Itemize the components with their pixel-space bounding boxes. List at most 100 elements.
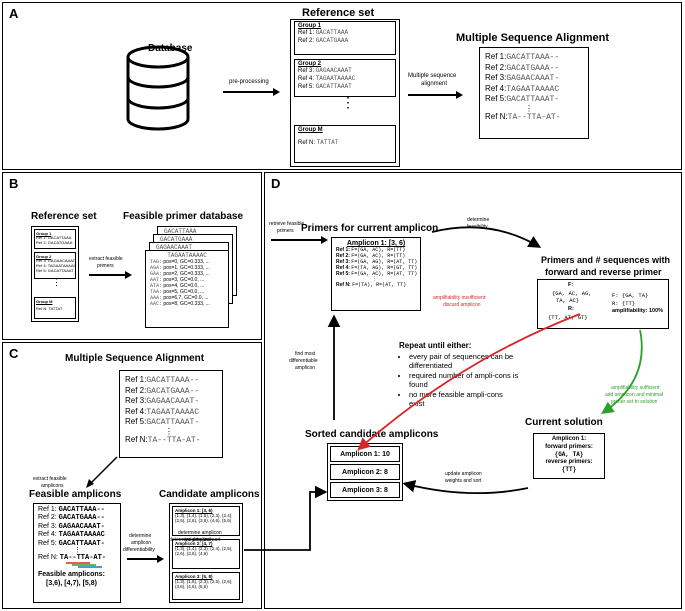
arrow-preprocess: [223, 88, 280, 96]
feas-row-5: Ref 5: GACATTAAAT-: [38, 539, 105, 548]
database-icon: [126, 45, 190, 131]
extract-primers-label-1: extract feasible: [89, 256, 123, 262]
panel-d: D retrieve feasible primers Primers for …: [169, 172, 682, 609]
primers-title: Primers for current amplicon: [301, 223, 439, 234]
sufficient-label-3: primer set to solution: [611, 399, 658, 405]
db-row-3: GAA: pos=2, GC=0.333, ...: [150, 271, 210, 278]
msa-c-ellipsis: ⋮: [165, 426, 173, 436]
mini-ref-2: Ref 2: GACATGAAA: [36, 239, 73, 245]
amp-row-1: Ref 1: F=(GA, AC), R=(TT): [336, 247, 406, 253]
db-row-8: AAC: pos=8, GC=0.333, ...: [150, 301, 210, 308]
msa-a-row-1: Ref 1:GACATTAAA--: [485, 52, 560, 62]
find-label-2: differentiable: [289, 358, 318, 364]
db-stack-2-seq: GACATGAAA: [160, 236, 193, 243]
msa-c-row-3: Ref 3:GAGAACAAAT-: [125, 396, 200, 407]
mini-group-2-head: Group 2: [36, 254, 52, 259]
group-2-box: Group 2 Ref 3: GAGAACAAAT Ref 4: TAGAATA…: [294, 59, 396, 97]
repeat-bullet-2: required number of ampli-cons is found: [409, 371, 519, 390]
db-row-2: AGA: pos=1, GC=0.333, ...: [150, 265, 210, 272]
sorted-item-3: Amplicon 3: 8: [330, 482, 400, 498]
group-2-head: Group 2: [298, 61, 322, 67]
arrow-msa: [408, 91, 463, 99]
panel-a: A Database pre-processing Reference set …: [2, 2, 682, 170]
msa-c-row-2: Ref 2:GACATGAAA--: [125, 385, 200, 396]
cur-l2: forward primers:: [545, 443, 593, 450]
cand-box-2: Amplicon 2: [4, 7) (1,3), (1,4), (2,3), …: [172, 539, 240, 569]
feasible-box: Ref 1: GACATTAAA-- Ref 2: GACATGAAA-- Re…: [33, 503, 121, 603]
msa-a-ellipsis: ⋮: [525, 103, 533, 113]
repeat-title: Repeat until either:: [399, 341, 472, 350]
mini-ref-1: Ref 1: GACATTAAA: [36, 235, 72, 240]
cur-l5: {TT}: [561, 466, 577, 473]
amplicon-underline-marks: [66, 562, 102, 569]
update-label-2: weights and sort: [445, 478, 482, 484]
feas-row-4: Ref 4: TAGAATAAAAC: [38, 531, 105, 540]
amp-row-4: Ref 4: F=(TA, AG), R=(GT, TT): [336, 265, 418, 271]
msa-c-row-n: Ref N:TA--TTA-AT-: [125, 434, 201, 445]
msa-c-row-1: Ref 1:GACATTAAA--: [125, 375, 200, 385]
feasible-label: Feasible amplicons:: [38, 571, 105, 579]
pn-f2: F: {GA, TA}: [612, 292, 649, 299]
det-weights-label-2: weights and sort: [184, 537, 221, 543]
find-label-3: amplicon: [295, 365, 316, 371]
feas-ellipsis: ⋮: [74, 546, 81, 554]
amp-row-3: Ref 3: F=(GA, AG), R=(AT, TT): [336, 259, 418, 265]
msa-arrow-label-2: alignment: [421, 81, 448, 87]
panel-b-label: B: [9, 176, 19, 191]
msa-a-row-n: Ref N:TA--TTA-AT-: [485, 111, 561, 122]
retrieve-label-2: primers: [277, 228, 294, 234]
pn-r-label: R:: [568, 306, 574, 312]
mini-refset-box: Group 1 Ref 1: GACATTAAA Ref 2: GACATGAA…: [31, 226, 79, 322]
msa-title-a: Multiple Sequence Alignment: [456, 32, 609, 44]
pn-title-2: forward and reverse primer: [545, 267, 662, 277]
pn-f-set: {GA, AC, AG,: [552, 290, 592, 297]
mini-ellipsis: ⋮: [52, 277, 61, 287]
extract-primers-label-2: primers: [97, 263, 114, 269]
group-m-box: Group M Ref N: TATTAT: [294, 125, 396, 163]
mini-ref-3: Ref 3: GAGAACAAAT: [36, 258, 76, 263]
mini-group-1: Group 1 Ref 1: GACATTAAA Ref 2: GACATGAA…: [34, 229, 76, 249]
group-m-ref-n: Ref N: TATTAT: [298, 139, 339, 146]
db-row-1: TAG: pos=0, GC=0.333, ...: [150, 259, 210, 266]
group-2-ref-3: Ref 3: GAGAACAAAT: [298, 67, 352, 74]
msa-title-c: Multiple Sequence Alignment: [65, 353, 205, 364]
msa-c-row-5: Ref 5:GACATTAAAT-: [125, 417, 200, 428]
group-1-ref-1: Ref 1: GACATTAAA: [298, 29, 349, 36]
msa-box-a: Ref 1:GACATTAAA-- Ref 2:GACATGAAA-- Ref …: [479, 47, 589, 139]
panel-b: B Reference set Group 1 Ref 1: GACATTAAA…: [2, 172, 262, 340]
msa-a-row-4: Ref 4:TAGAATAAAAC: [485, 83, 560, 94]
db-stack-1-seq: GACATTAAA: [164, 228, 197, 235]
diff-label-3: differentiability: [123, 547, 155, 553]
panel-d-label: D: [271, 176, 281, 191]
msa-a-row-5: Ref 5:GACATTAAAT-: [485, 94, 560, 105]
cand-box-2-pairs: (1,3), (1,4), (2,3), (2,4), (2,5), (2,6)…: [175, 546, 233, 556]
cand-box-1-pairs: (1,3), (1,4), (1,5), (2,3), (2,4), (2,5)…: [175, 513, 233, 523]
group-2-ref-4: Ref 4: TAGAATAAAAC: [298, 75, 356, 83]
sorted-item-2: Amplicon 2: 8: [330, 464, 400, 480]
feas-row-1: Ref 1: GACATTAAA--: [38, 506, 105, 514]
feasibility-label-1: determine: [467, 217, 490, 223]
repeat-bullet-1: every pair of sequences can be different…: [409, 352, 519, 371]
repeat-block: Repeat until either: every pair of seque…: [399, 341, 519, 408]
msa-box-c: Ref 1:GACATTAAA-- Ref 2:GACATGAAA-- Ref …: [119, 370, 223, 458]
refset-title-b: Reference set: [31, 211, 97, 222]
db-title: Feasible primer database: [123, 211, 244, 222]
pn-r2: R: {TT}: [612, 300, 636, 307]
amplicon-primers-box: Amplicon 1: [3, 6) Ref 1: F=(GA, AC), R=…: [331, 237, 421, 311]
pn-title-1: Primers and # sequences with: [541, 255, 671, 265]
extract-amplicons-label-2: amplicons: [41, 483, 64, 489]
amp-row-n: Ref N: F=(TA), R=(AT, TT): [336, 282, 407, 288]
feas-row-2: Ref 2: GACATGAAA--: [38, 514, 105, 523]
insufficient-label-2: discard amplicon: [443, 302, 481, 308]
current-box: Amplicon 1: forward primers: {GA, TA} re…: [533, 433, 605, 479]
cand-box-3: Amplicon 3: [5, 8) (1,3), (1,6), (2,3), …: [172, 572, 240, 600]
sorted-title: Sorted candidate amplicons: [305, 429, 439, 440]
db-stack-4: TAGAATAAAAC TAG: pos=0, GC=0.333, ... AG…: [145, 250, 229, 328]
amp-row-2: Ref 2: F=(GA, AC), R=(TT): [336, 253, 406, 259]
cand-box-3-pairs: (1,3), (1,6), (2,3), (2,5), (2,6), (3,6)…: [175, 579, 233, 589]
det-weights-label-1: determine amplicon: [178, 530, 222, 536]
candidate-title: Candidate amplicons: [159, 489, 260, 500]
feas-row-3: Ref 3: GAGAACAAAT-: [38, 522, 105, 531]
insufficient-label-1: amplifiability insufficient:: [433, 295, 487, 301]
sorted-item-1: Amplicon 1: 10: [330, 446, 400, 462]
